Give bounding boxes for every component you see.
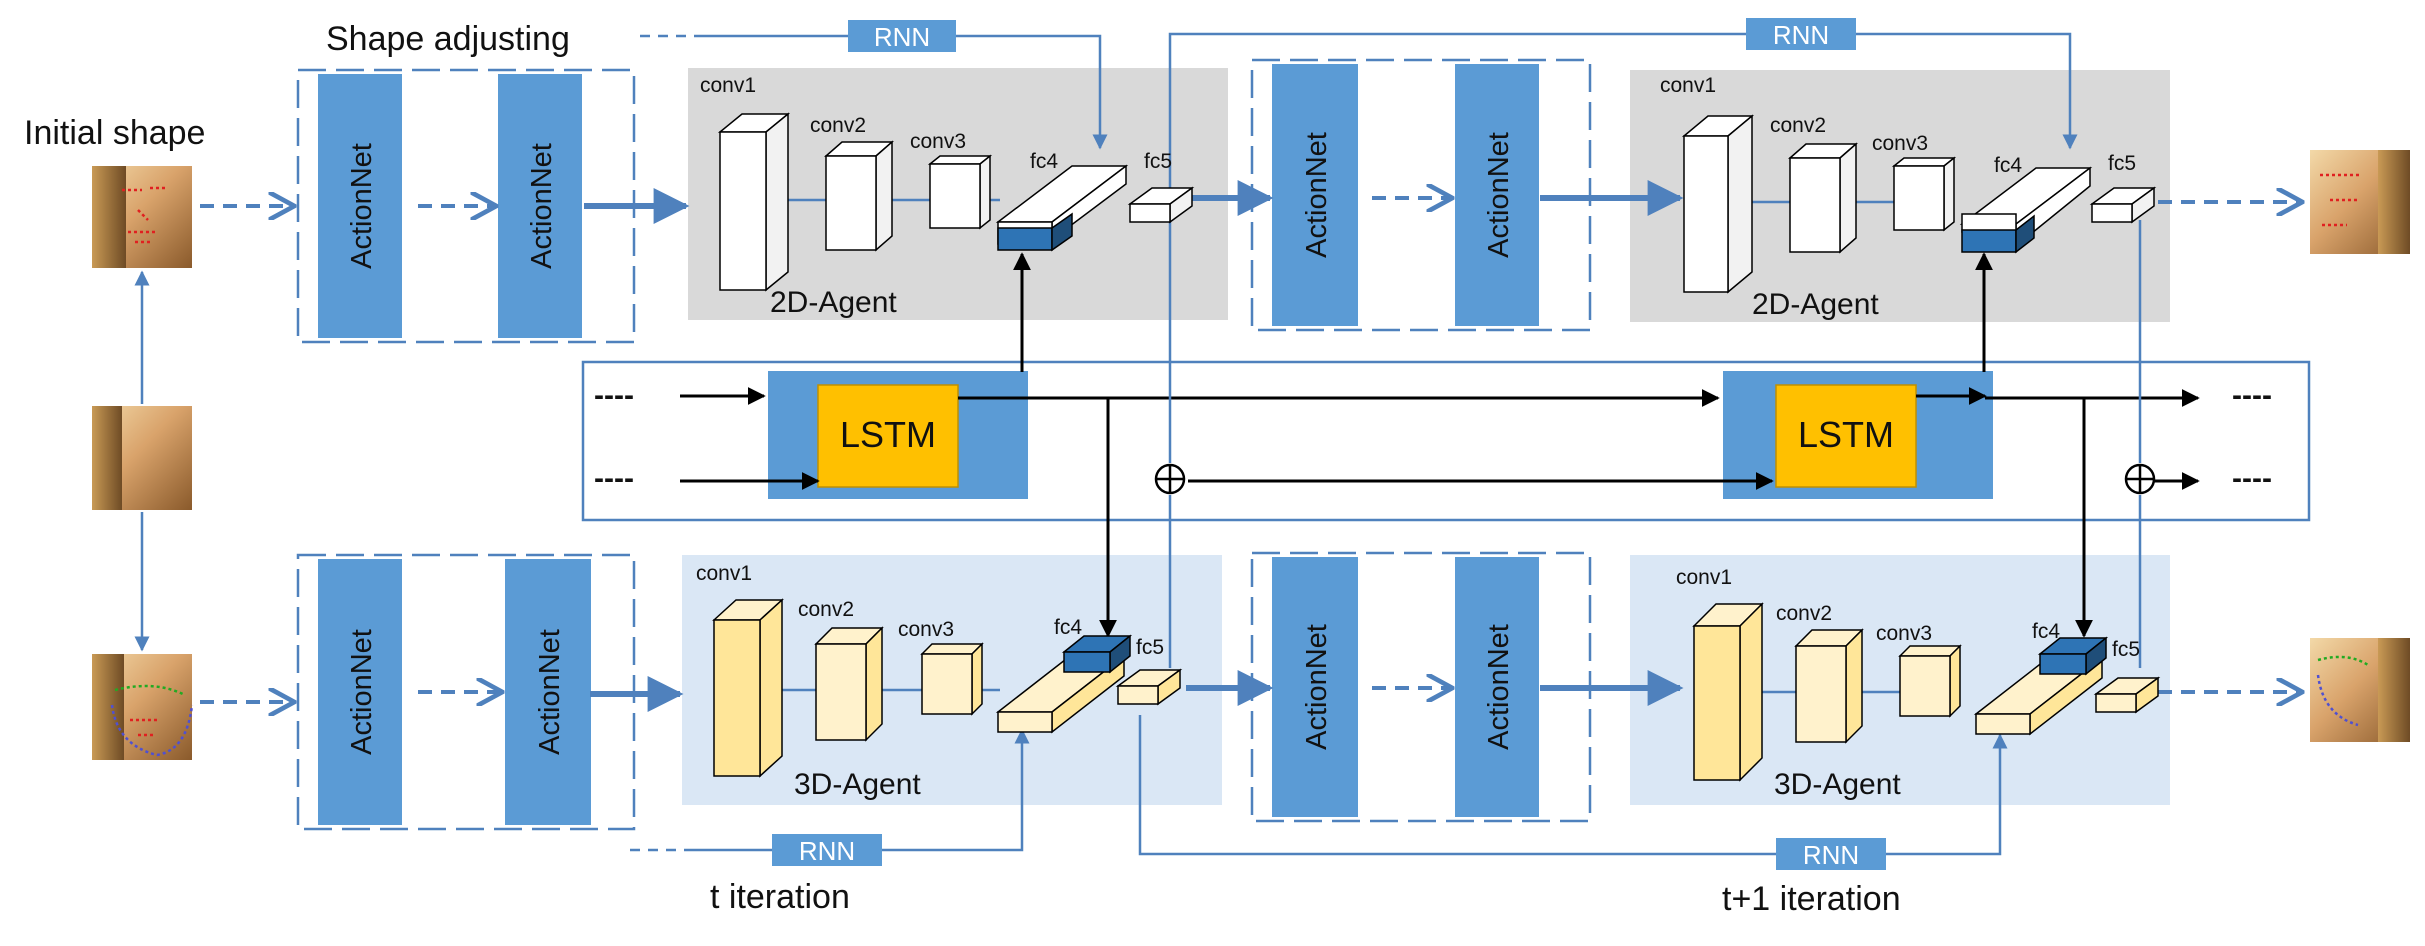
fc5-label: fc5 bbox=[1144, 150, 1172, 173]
rnn-line-2d-t1 bbox=[1168, 32, 2078, 196]
fc5-label: fc5 bbox=[2108, 152, 2136, 175]
rnn-label: RNN bbox=[799, 836, 855, 866]
plus-node-t1 bbox=[2124, 463, 2156, 495]
rnn-label: RNN bbox=[874, 22, 930, 52]
conv3-block bbox=[920, 642, 984, 716]
rnn-label-top-t: RNN bbox=[848, 20, 956, 52]
shape-adjusting-title: Shape adjusting bbox=[326, 20, 570, 58]
initial-shape-label: Initial shape bbox=[24, 114, 205, 152]
agent2d-label: 2D-Agent bbox=[770, 286, 897, 319]
conv3-block bbox=[1891, 156, 1957, 232]
agent3d-label: 3D-Agent bbox=[1774, 768, 1901, 801]
actionnet-label: ActionNet bbox=[526, 143, 558, 269]
iteration-label-t1: t+1 iteration bbox=[1722, 880, 1901, 918]
plus-node-t bbox=[1154, 463, 1186, 495]
conv1-label: conv1 bbox=[700, 74, 756, 97]
face-image-3d-initial bbox=[92, 654, 194, 760]
conv3-label: conv3 bbox=[910, 130, 966, 153]
conv3-block bbox=[1898, 644, 1962, 718]
conv1-label: conv1 bbox=[696, 562, 752, 585]
fc5-label: fc5 bbox=[2112, 638, 2140, 661]
actionnet-block: ActionNet bbox=[498, 74, 582, 338]
rnn-label: RNN bbox=[1803, 840, 1859, 870]
agent3d-t1: conv1 conv2 conv3 fc4 fc5 3D-Agent bbox=[1676, 566, 2161, 801]
conv1-label: conv1 bbox=[1660, 74, 1716, 97]
lstm-label: LSTM bbox=[840, 414, 936, 455]
fc5-block bbox=[2093, 676, 2161, 714]
fc4-block bbox=[1973, 636, 2109, 736]
agent3d-t: conv1 conv2 conv3 fc4 fc5 3D-Agent bbox=[696, 562, 1183, 801]
actionnet-label: ActionNet bbox=[1301, 132, 1333, 258]
actionnet-block: ActionNet bbox=[1272, 557, 1358, 817]
agent2d-t: conv1 conv2 conv3 fc4 fc5 2D-Agent bbox=[700, 74, 1195, 319]
conv2-block bbox=[814, 626, 884, 742]
face-image-source bbox=[92, 406, 192, 510]
ellipsis-right-top: ---- bbox=[2232, 379, 2272, 412]
face-image-output-2d bbox=[2310, 150, 2410, 254]
conv3-label: conv3 bbox=[1872, 132, 1928, 155]
fc4-label: fc4 bbox=[1994, 154, 2022, 177]
rnn-label: RNN bbox=[1773, 20, 1829, 50]
fc4-block bbox=[1959, 166, 2093, 254]
agent2d-t1: conv1 conv2 conv3 fc4 fc5 2D-Agent bbox=[1660, 74, 2157, 321]
conv2-block bbox=[824, 140, 894, 252]
fc4-label: fc4 bbox=[1054, 616, 1082, 639]
conv1-block bbox=[1681, 114, 1755, 294]
face-image-output-3d bbox=[2310, 638, 2410, 742]
actionnet-block: ActionNet bbox=[318, 74, 402, 338]
conv1-label: conv1 bbox=[1676, 566, 1732, 589]
lstm-band bbox=[581, 360, 2311, 522]
lstm-label: LSTM bbox=[1798, 414, 1894, 455]
conv1-block bbox=[717, 112, 791, 292]
conv2-label: conv2 bbox=[1770, 114, 1826, 137]
fc4-label: fc4 bbox=[2032, 620, 2060, 643]
fc4-block bbox=[995, 164, 1129, 252]
ellipsis-right-bottom: ---- bbox=[2232, 462, 2272, 495]
rnn-label-top-t1: RNN bbox=[1746, 18, 1856, 50]
rnn-line-2d-t bbox=[700, 34, 1108, 150]
actionnet-block: ActionNet bbox=[1455, 64, 1539, 326]
conv2-label: conv2 bbox=[798, 598, 854, 621]
ellipsis-left-top: ---- bbox=[594, 379, 634, 412]
conv2-block bbox=[1794, 628, 1864, 744]
actionnet-label: ActionNet bbox=[346, 629, 378, 755]
agent3d-label: 3D-Agent bbox=[794, 768, 921, 801]
fc4-block bbox=[995, 634, 1133, 734]
actionnet-label: ActionNet bbox=[1483, 132, 1515, 258]
actionnet-label: ActionNet bbox=[1483, 624, 1515, 750]
rnn-label-bottom-t: RNN bbox=[772, 834, 882, 866]
conv2-block bbox=[1788, 142, 1858, 254]
actionnet-label: ActionNet bbox=[534, 629, 566, 755]
rnn-line-3d-t1 bbox=[1138, 715, 2008, 856]
fc5-block bbox=[2089, 186, 2157, 224]
fc5-block bbox=[1115, 668, 1183, 706]
conv3-label: conv3 bbox=[898, 618, 954, 641]
conv1-block bbox=[712, 598, 784, 778]
actionnet-block: ActionNet bbox=[318, 559, 402, 825]
agent2d-label: 2D-Agent bbox=[1752, 288, 1879, 321]
rnn-label-bottom-t1: RNN bbox=[1776, 838, 1886, 870]
fc5-block bbox=[1127, 186, 1195, 224]
lstm-cell-t1: LSTM bbox=[1723, 371, 1993, 499]
conv3-label: conv3 bbox=[1876, 622, 1932, 645]
conv2-label: conv2 bbox=[810, 114, 866, 137]
conv3-block bbox=[927, 154, 993, 230]
actionnet-block: ActionNet bbox=[1455, 557, 1539, 817]
fc4-label: fc4 bbox=[1030, 150, 1058, 173]
ellipsis-left-bottom: ---- bbox=[594, 462, 634, 495]
actionnet-label: ActionNet bbox=[1301, 624, 1333, 750]
fc5-label: fc5 bbox=[1136, 636, 1164, 659]
conv2-label: conv2 bbox=[1776, 602, 1832, 625]
conv1-block bbox=[1692, 602, 1764, 782]
face-image-initial bbox=[92, 166, 192, 268]
actionnet-block: ActionNet bbox=[505, 559, 591, 825]
actionnet-label: ActionNet bbox=[346, 143, 378, 269]
iteration-label-t: t iteration bbox=[710, 878, 850, 916]
actionnet-block: ActionNet bbox=[1272, 64, 1358, 326]
